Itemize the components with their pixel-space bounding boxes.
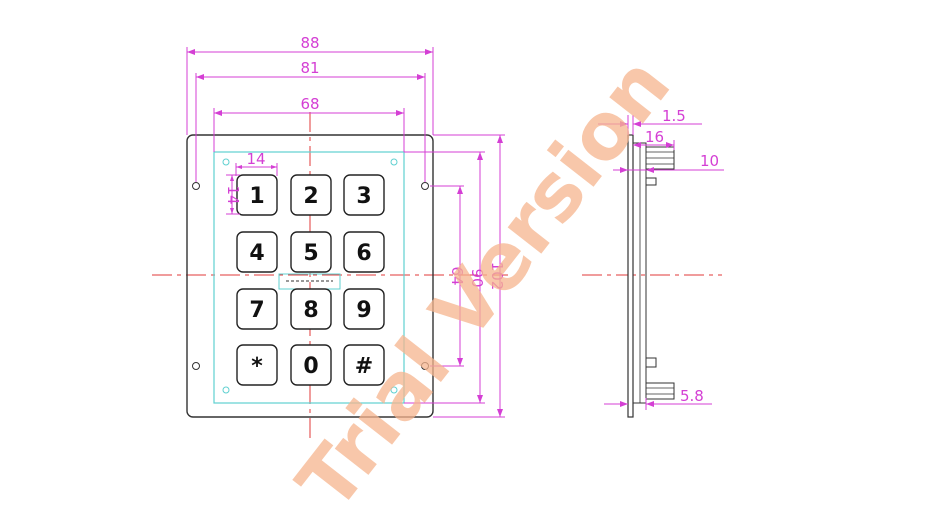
dim-key-size-v: 14 bbox=[224, 185, 242, 204]
front-dimension-arrows bbox=[187, 49, 503, 417]
watermark-text: Trial Version bbox=[281, 41, 688, 513]
side-body bbox=[632, 142, 647, 404]
dim-key-depth: 10 bbox=[700, 152, 719, 170]
mounting-hole bbox=[421, 362, 429, 370]
dim-hole-spacing-h: 81 bbox=[300, 59, 319, 77]
key-label: 6 bbox=[356, 241, 371, 266]
key-4: 4 bbox=[236, 231, 278, 273]
window-corner-circle bbox=[390, 158, 398, 166]
key-3: 3 bbox=[343, 174, 385, 216]
mounting-hole bbox=[192, 362, 200, 370]
key-outline bbox=[290, 344, 332, 386]
key-label: 4 bbox=[249, 241, 264, 266]
key-7: 7 bbox=[236, 288, 278, 330]
key-label: 1 bbox=[249, 184, 264, 209]
key-outline bbox=[236, 288, 278, 330]
key-6: 6 bbox=[343, 231, 385, 273]
dim-hole-spacing-v: 64 bbox=[448, 266, 466, 285]
side-tab bbox=[645, 177, 657, 186]
window-corner-circle bbox=[222, 158, 230, 166]
front-view: 1 2 3 4 5 6 7 8 9 * 0 # bbox=[152, 112, 508, 440]
dim-window-height: 90 bbox=[468, 268, 486, 287]
window-corner-circle bbox=[390, 386, 398, 394]
dim-overall-height: 102 bbox=[488, 262, 506, 291]
key-outline bbox=[290, 231, 332, 273]
side-dimension-labels: 1.5 16 10 5.8 bbox=[645, 107, 719, 405]
key-outline bbox=[343, 288, 385, 330]
dim-total-depth: 16 bbox=[645, 128, 664, 146]
key-label: 3 bbox=[356, 184, 371, 209]
mounting-hole bbox=[192, 182, 200, 190]
key-label: 7 bbox=[249, 298, 264, 323]
key-outline bbox=[343, 231, 385, 273]
key-1: 1 bbox=[236, 174, 278, 216]
key-grid: 1 2 3 4 5 6 7 8 9 * 0 # bbox=[236, 174, 385, 386]
key-label: # bbox=[355, 354, 373, 379]
dim-window-width: 68 bbox=[300, 95, 319, 113]
key-9: 9 bbox=[343, 288, 385, 330]
dim-overall-width: 88 bbox=[300, 34, 319, 52]
side-dimension-arrows bbox=[620, 121, 674, 407]
side-bottom-contact bbox=[645, 382, 675, 400]
key-label: 8 bbox=[303, 298, 318, 323]
key-label: 0 bbox=[303, 354, 318, 379]
mounting-hole bbox=[421, 182, 429, 190]
side-tab bbox=[645, 357, 657, 368]
key-label: 2 bbox=[303, 184, 318, 209]
key-2: 2 bbox=[290, 174, 332, 216]
front-dimensions bbox=[186, 47, 505, 418]
key-label: 9 bbox=[356, 298, 371, 323]
dim-panel-thickness: 1.5 bbox=[662, 107, 686, 125]
key-outline bbox=[236, 174, 278, 216]
key-star: * bbox=[236, 344, 278, 386]
key-outline bbox=[343, 174, 385, 216]
side-view bbox=[582, 134, 722, 418]
key-outline bbox=[290, 174, 332, 216]
side-panel bbox=[627, 134, 634, 418]
keypad-window bbox=[213, 151, 405, 404]
window-corner-circle bbox=[222, 386, 230, 394]
key-hash: # bbox=[343, 344, 385, 386]
dim-bottom-depth: 5.8 bbox=[680, 387, 704, 405]
front-dimension-labels: 88 81 68 14 14 64 90 102 bbox=[224, 34, 506, 290]
key-0: 0 bbox=[290, 344, 332, 386]
key-label: 5 bbox=[303, 241, 318, 266]
key-5: 5 bbox=[290, 231, 332, 273]
key-outline bbox=[343, 344, 385, 386]
key-label: * bbox=[251, 354, 263, 379]
key-outline bbox=[236, 231, 278, 273]
key-8: 8 bbox=[290, 288, 332, 330]
key-outline bbox=[236, 344, 278, 386]
dim-key-size-h: 14 bbox=[246, 150, 265, 168]
key-outline bbox=[290, 288, 332, 330]
keypad-outline bbox=[186, 134, 434, 418]
